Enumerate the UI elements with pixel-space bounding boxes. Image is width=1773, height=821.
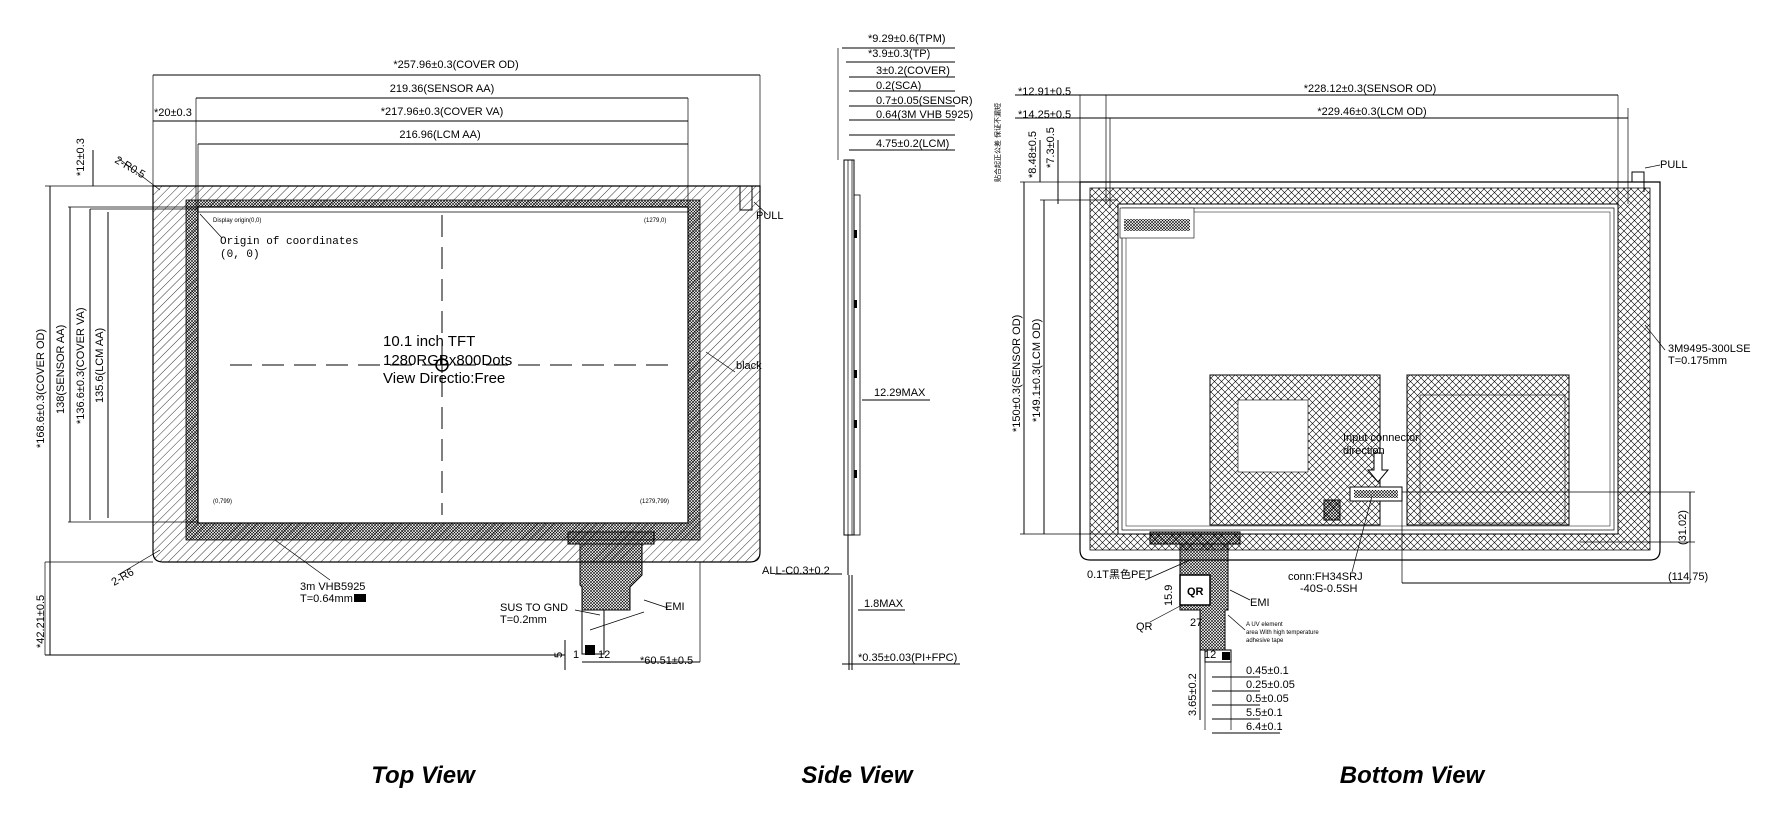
dim-fpc-position: *60.51±0.5 — [640, 655, 693, 667]
dim-15-9: 15.9 — [1163, 585, 1175, 606]
dim-offset-20: *20±0.3 — [154, 107, 192, 119]
dim-sensor-od-height: *150±0.3(SENSOR OD) — [1011, 315, 1023, 432]
uv-note-3: adhesive tape — [1246, 638, 1284, 644]
tape-name: 3m VHB5925 — [300, 581, 365, 593]
pet-label: 0.1T黑色PET — [1087, 567, 1153, 581]
dim-sensor-od-width: *228.12±0.3(SENSOR OD) — [1304, 83, 1437, 95]
top-view: *257.96±0.3(COVER OD) 219.36(SENSOR AA) … — [35, 59, 784, 670]
fpc-dim-3: 5.5±0.1 — [1246, 707, 1283, 719]
side-stack-2: 3±0.2(COVER) — [876, 65, 950, 77]
corner-top-left: Display origin(0,0) — [213, 218, 261, 224]
side-max-total: 12.29MAX — [874, 387, 926, 399]
dim-lcm-aa-width: 216.96(LCM AA) — [399, 129, 480, 141]
origin-coordinates: (0, 0) — [220, 249, 260, 261]
dim-5: 5 — [553, 652, 565, 658]
dim-8-48: *8.48±0.5 — [1027, 131, 1039, 178]
sus-thickness: T=0.2mm — [500, 614, 547, 626]
qr-mark: QR — [1187, 586, 1204, 598]
dim-1: 1 — [573, 649, 579, 661]
dim-42-21: *42.21±0.5 — [35, 595, 47, 648]
fpc-dim-1: 0.25±0.05 — [1246, 679, 1295, 691]
caption-bottom-view: Bottom View — [1340, 762, 1486, 789]
dim-sensor-aa-width: 219.36(SENSOR AA) — [390, 83, 495, 95]
dim-cover-va-height: *136.6±0.3(COVER VA) — [75, 308, 87, 425]
side-stack-4: 0.7±0.05(SENSOR) — [876, 95, 973, 107]
dim-lcm-od-width: *229.46±0.3(LCM OD) — [1317, 106, 1426, 118]
fpc-dim-2: 0.5±0.05 — [1246, 693, 1289, 705]
input-direction-1: Input connector — [1343, 432, 1419, 444]
panel-view-direction: View Directio:Free — [383, 370, 505, 387]
corner-bottom-right: (1279,799) — [640, 499, 669, 505]
emi-label: EMI — [665, 601, 685, 613]
dim-12: 12 — [598, 649, 610, 661]
side-stack-0: *9.29±0.6(TPM) — [868, 33, 946, 45]
side-chamfer: ALL-C0.3±0.2 — [762, 565, 830, 577]
black-border-label: black — [736, 360, 762, 372]
connector-line-2: -40S-0.5SH — [1300, 583, 1358, 595]
side-stack-1: *3.9±0.3(TP) — [868, 48, 930, 60]
cn-note: 贴合起正公差 保证不漏短 — [993, 103, 1002, 182]
dim-14-25: *14.25±0.5 — [1018, 109, 1071, 121]
tape2-name: 3M9495-300LSE — [1668, 343, 1751, 355]
radius-r6: 2-R6 — [110, 566, 137, 588]
dim-7-3: *7.3±0.5 — [1045, 127, 1057, 168]
side-fpc-thickness: *0.35±0.03(PI+FPC) — [858, 652, 957, 664]
side-view: *9.29±0.6(TPM) *3.9±0.3(TP) 3±0.2(COVER)… — [762, 33, 973, 670]
dim-27: 27 — [1190, 617, 1202, 629]
side-max-fpc: 1.8MAX — [864, 598, 904, 610]
tape2-thickness: T=0.175mm — [1668, 355, 1727, 367]
caption-side-view: Side View — [801, 762, 913, 789]
dim-offset-12: *12±0.3 — [75, 138, 87, 176]
dim-114-75: (114.75) — [1668, 571, 1708, 583]
corner-bottom-left: (0,799) — [213, 499, 232, 505]
fpc-dim-4: 6.4±0.1 — [1246, 721, 1283, 733]
panel-title: 10.1 inch TFT — [383, 333, 475, 350]
dim-lcm-od-height: *149.1±0.3(LCM OD) — [1031, 319, 1043, 422]
dim-12-91: *12.91±0.5 — [1018, 86, 1071, 98]
side-stack-6: 4.75±0.2(LCM) — [876, 138, 949, 150]
pull-tab-label: PULL — [756, 210, 784, 222]
dim-31-02: (31.02) — [1677, 510, 1689, 545]
corner-top-right: (1279,0) — [644, 218, 666, 224]
caption-top-view: Top View — [371, 762, 476, 789]
top-fpc — [567, 531, 655, 655]
dim-12-b: 12 — [1204, 649, 1216, 661]
qr-label: QR — [1136, 621, 1153, 633]
dim-3-65: 3.65±0.2 — [1187, 673, 1199, 716]
sus-label: SUS TO GND — [500, 602, 568, 614]
bottom-emi-label: EMI — [1250, 597, 1270, 609]
radius-r05: 2-R0.5 — [113, 154, 148, 181]
bottom-view: QR — [993, 83, 1751, 734]
origin-label: Origin of coordinates — [220, 236, 359, 248]
input-direction-2: direction — [1343, 445, 1385, 457]
dim-sensor-aa-height: 138(SENSOR AA) — [55, 325, 67, 414]
dim-cover-od-width: *257.96±0.3(COVER OD) — [393, 59, 518, 71]
side-stack-5: 0.64(3M VHB 5925) — [876, 109, 973, 121]
uv-note-2: area With high temperature — [1246, 630, 1319, 636]
connector-line-1: conn:FH34SRJ — [1288, 571, 1363, 583]
dim-cover-od-height: *168.6±0.3(COVER OD) — [35, 329, 47, 448]
dim-cover-va-width: *217.96±0.3(COVER VA) — [381, 106, 504, 118]
side-stack-3: 0.2(SCA) — [876, 80, 921, 92]
tape-thickness: T=0.64mm — [300, 593, 353, 605]
bottom-pull-label: PULL — [1660, 159, 1688, 171]
fpc-dim-0: 0.45±0.1 — [1246, 665, 1289, 677]
dim-lcm-aa-height: 135.6(LCM AA) — [94, 328, 106, 403]
uv-note-1: A UV element — [1246, 622, 1283, 628]
panel-resolution: 1280RGBx800Dots — [383, 352, 512, 369]
